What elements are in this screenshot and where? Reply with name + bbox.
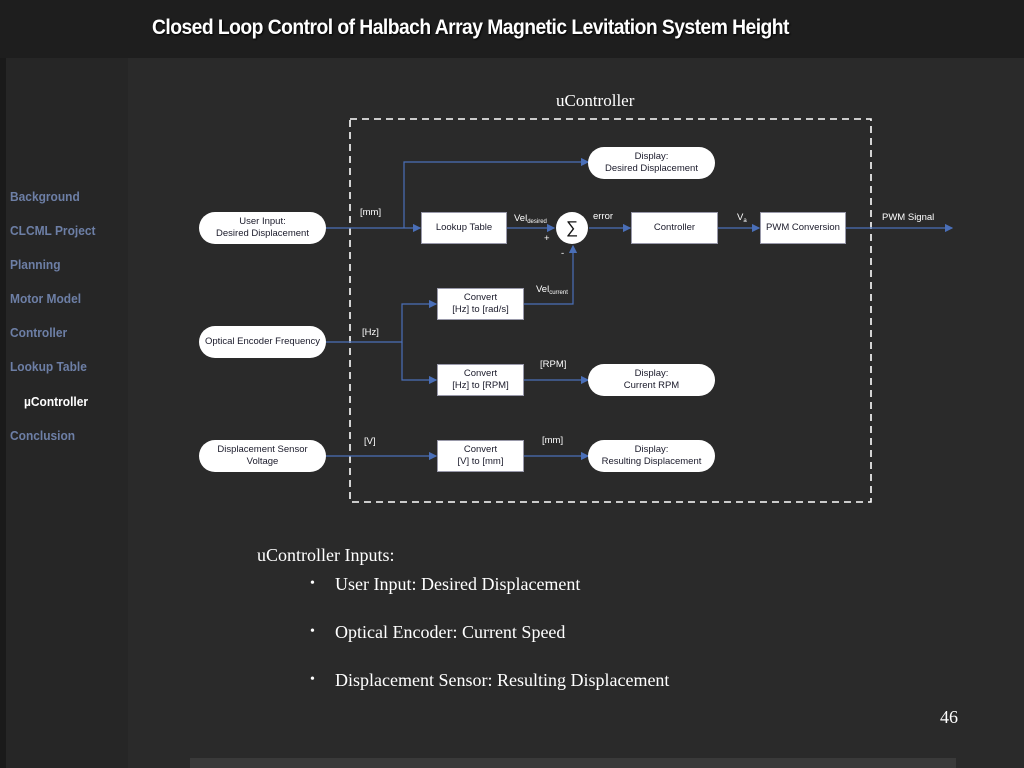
bottom-bar	[190, 758, 956, 768]
nav-item-ucontroller[interactable]: µController	[24, 394, 89, 409]
label-vel-current: Velcurrent	[536, 284, 568, 296]
label-error: error	[593, 211, 614, 222]
sidebar-edge	[0, 0, 6, 768]
nav-item-conclusion[interactable]: Conclusion	[10, 428, 76, 443]
bullet-item: Displacement Sensor: Resulting Displacem…	[335, 670, 670, 690]
page-number: 46	[940, 707, 958, 727]
label-va: Va	[737, 212, 747, 224]
label-v-input: [V]	[364, 436, 376, 447]
nav-item-lookup-table[interactable]: Lookup Table	[10, 359, 87, 374]
node-pwm-conversion: PWM Conversion	[760, 212, 846, 244]
wire-rads-to-sum	[524, 244, 578, 305]
bullet-item: Optical Encoder: Current Speed	[335, 622, 566, 642]
label-mm-output: [mm]	[542, 435, 564, 446]
node-convert-v-mm: Convert[V] to [mm]	[437, 440, 524, 472]
node-convert-hz-rpm: Convert[Hz] to [RPM]	[437, 364, 524, 396]
wire-encoder-split	[326, 299, 438, 343]
nav-item-motor-model[interactable]: Motor Model	[10, 291, 82, 306]
node-optical-encoder: Optical Encoder Frequency	[199, 326, 326, 358]
sidebar-background	[0, 0, 128, 768]
ucontroller-boundary	[349, 118, 872, 503]
node-convert-hz-rads: Convert[Hz] to [rad/s]	[437, 288, 524, 320]
inputs-heading: uController Inputs:	[257, 545, 395, 565]
slide-title: Closed Loop Control of Halbach Array Mag…	[152, 16, 789, 39]
node-display-rpm: Display:Current RPM	[588, 364, 715, 396]
node-user-input: User Input:Desired Displacement	[199, 212, 326, 244]
wire-encoder-to-rpm	[401, 342, 438, 385]
bullet-icon: •	[310, 576, 315, 591]
label-plus: +	[544, 233, 550, 244]
nav-item-background[interactable]: Background	[10, 189, 80, 204]
label-minus: -	[561, 248, 565, 259]
bullet-icon: •	[310, 624, 315, 639]
bullet-icon: •	[310, 672, 315, 687]
node-display-result: Display:Resulting Displacement	[588, 440, 715, 472]
bullet-item: User Input: Desired Displacement	[335, 574, 581, 594]
node-display-desired: Display:Desired Displacement	[588, 147, 715, 179]
wire-to-display-desired	[403, 157, 590, 228]
nav-item-clcml-project[interactable]: CLCML Project	[10, 223, 96, 238]
boundary-label: uController	[556, 91, 635, 110]
label-hz-input: [Hz]	[362, 327, 379, 338]
summation-icon: ∑	[556, 212, 588, 244]
title-bar	[0, 0, 1024, 58]
node-controller: Controller	[631, 212, 718, 244]
label-vel-desired: Veldesired	[514, 213, 547, 225]
label-mm-input: [mm]	[360, 207, 382, 218]
nav-item-planning[interactable]: Planning	[10, 257, 61, 272]
label-rpm: [RPM]	[540, 359, 567, 370]
nav-item-controller[interactable]: Controller	[10, 325, 68, 340]
label-pwm-signal: PWM Signal	[882, 212, 935, 223]
node-lookup-table: Lookup Table	[421, 212, 507, 244]
